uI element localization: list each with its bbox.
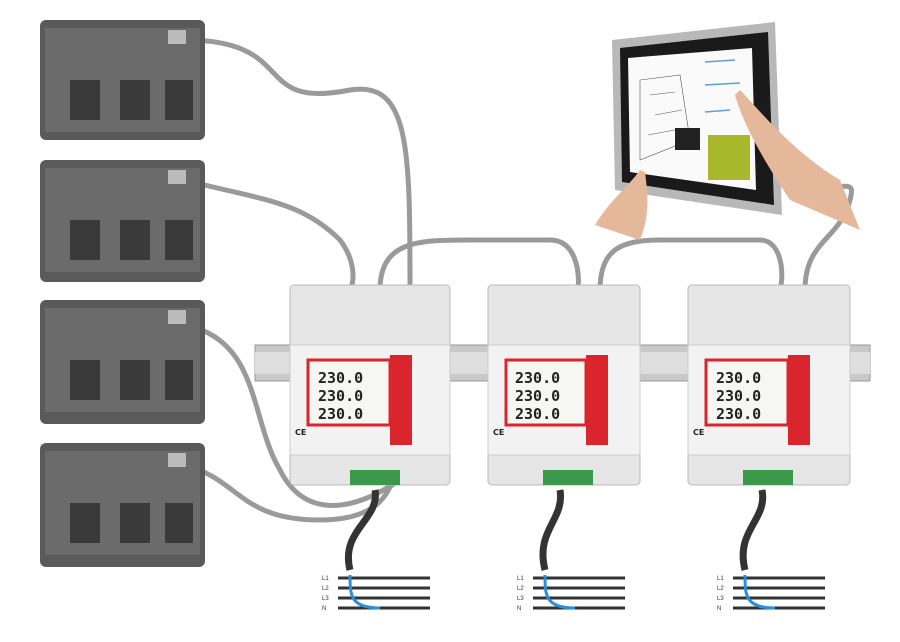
ce-mark: CE — [493, 428, 504, 437]
wire-label: L3 — [517, 596, 524, 602]
wire-label: L2 — [517, 586, 524, 592]
meter-reading: 230.0 — [318, 387, 363, 405]
wire-label: L2 — [322, 586, 329, 592]
wire-bundle: L1 L2 L3 N — [517, 574, 625, 612]
energy-meter: 230.0 230.0 230.0 CE — [687, 284, 851, 486]
meter-reading: 230.0 — [318, 369, 363, 387]
ct-sensor — [40, 443, 205, 567]
wire-label: N — [717, 606, 721, 612]
meter-reading: 230.0 — [716, 405, 761, 423]
wire-label: L1 — [717, 576, 724, 582]
ct-sensors — [40, 20, 205, 567]
wire-label: L3 — [717, 596, 724, 602]
wire-bundle: L1 L2 L3 N — [717, 574, 825, 612]
energy-meter: 230.0 230.0 230.0 CE — [289, 284, 451, 486]
wire-label: L3 — [322, 596, 329, 602]
ct-sensor — [40, 300, 205, 424]
meter-reading: 230.0 — [716, 387, 761, 405]
hand-icon — [735, 90, 860, 230]
wire-bundle: L1 L2 L3 N — [322, 574, 430, 612]
ce-mark: CE — [295, 428, 306, 437]
wire-label: N — [517, 606, 521, 612]
ct-sensor — [40, 20, 205, 140]
wire-label: L1 — [322, 576, 329, 582]
meter-reading: 230.0 — [515, 387, 560, 405]
wire-label: L1 — [517, 576, 524, 582]
ce-mark: CE — [693, 428, 704, 437]
ct-sensor — [40, 160, 205, 282]
touchscreen-panel — [595, 22, 860, 240]
screen-green-panel — [708, 135, 750, 180]
hand-icon — [595, 170, 648, 240]
meter-reading: 230.0 — [716, 369, 761, 387]
wire-label: N — [322, 606, 326, 612]
meter-reading: 230.0 — [318, 405, 363, 423]
meter-reading: 230.0 — [515, 405, 560, 423]
meter-reading: 230.0 — [515, 369, 560, 387]
supply-cables — [344, 489, 767, 571]
energy-meter: 230.0 230.0 230.0 CE — [487, 284, 641, 486]
wire-label: L2 — [717, 586, 724, 592]
